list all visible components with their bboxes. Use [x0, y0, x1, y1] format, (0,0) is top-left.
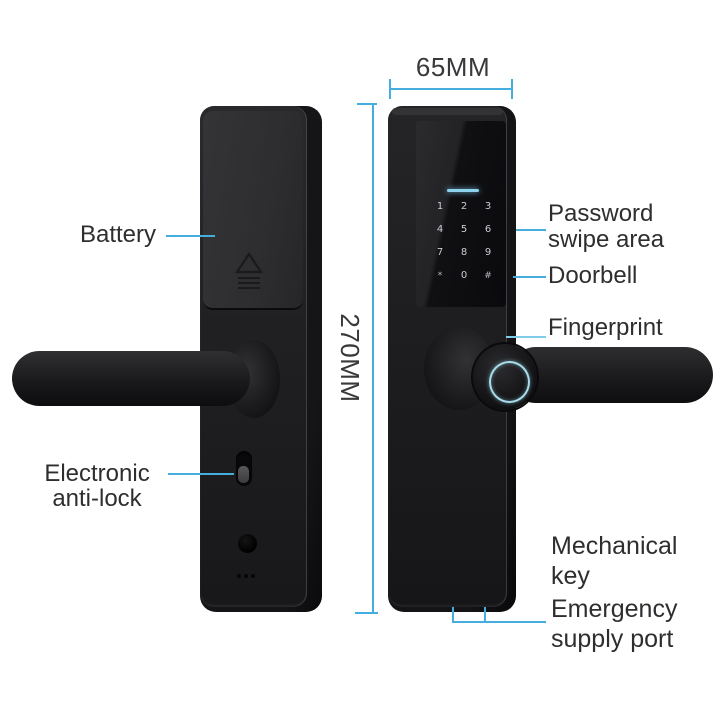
password-label-line1: Password: [548, 200, 654, 227]
password-label-line2: swipe area: [548, 226, 665, 253]
emergency-port-bracket-tick: [484, 607, 486, 623]
front-lock-top-bezel: [392, 108, 503, 115]
bottom-bracket-line: [452, 621, 546, 623]
anti-lock-label-line2: anti-lock: [52, 485, 142, 512]
password-callout-line: [516, 229, 546, 231]
height-dimension-tick-bottom: [355, 612, 378, 614]
keypad-key-0: 0: [460, 270, 468, 281]
emergency-label-line1: Emergency: [551, 595, 678, 623]
emergency-supply-port-label: Emergency supply port: [551, 594, 677, 654]
width-dimension-line: [390, 88, 513, 90]
keypad-key-2: 2: [460, 201, 468, 212]
doorbell-callout-line: [513, 276, 546, 278]
keypad-key-8: 8: [460, 247, 468, 258]
width-dimension-label: 65MM: [415, 52, 491, 82]
keypad-key-star: *: [437, 270, 443, 281]
back-screw-hole: [238, 534, 257, 553]
keypad-key-6: 6: [484, 224, 492, 235]
keypad-key-4: 4: [436, 224, 444, 235]
width-dimension-tick-right: [511, 79, 513, 99]
battery-label: Battery: [79, 221, 156, 248]
anti-lock-toggle-knob: [238, 466, 249, 483]
mechanical-key-bracket-tick: [452, 607, 454, 623]
password-swipe-area-label: Password swipe area: [548, 201, 664, 253]
password-swipe-bar: [447, 189, 479, 192]
keypad-key-3: 3: [484, 201, 492, 212]
back-door-handle: [12, 351, 250, 406]
electronic-anti-lock-toggle: [236, 451, 252, 486]
keypad-key-9: 9: [484, 247, 492, 258]
keypad-key-5: 5: [460, 224, 468, 235]
fingerprint-callout-line: [506, 336, 546, 338]
electronic-anti-lock-label: Electronic anti-lock: [34, 461, 160, 511]
front-door-handle: [508, 347, 713, 403]
keypad-key-1: 1: [436, 201, 444, 212]
fingerprint-label: Fingerprint: [548, 314, 663, 341]
touch-screen-panel: [416, 121, 506, 307]
touch-keypad: 1 2 3 4 5 6 7 8 9 * 0 #: [428, 195, 500, 287]
height-dimension-label: 270MM: [335, 313, 365, 403]
emergency-label-line2: supply port: [551, 625, 674, 653]
battery-eject-icon: [234, 252, 264, 289]
fingerprint-sensor-ring: [489, 361, 530, 403]
anti-lock-label-line1: Electronic: [44, 460, 150, 487]
doorbell-label: Doorbell: [548, 262, 638, 289]
battery-callout-line: [166, 235, 215, 237]
anti-lock-callout-line: [168, 473, 234, 475]
height-dimension-line: [372, 104, 374, 613]
mechanical-label-line1: Mechanical: [551, 532, 678, 560]
mechanical-key-label: Mechanical key: [551, 531, 677, 591]
mechanical-label-line2: key: [551, 562, 590, 590]
back-indicator-holes: [237, 574, 255, 578]
battery-cover: [203, 111, 303, 310]
width-dimension-tick-left: [389, 79, 391, 99]
keypad-key-7: 7: [436, 247, 444, 258]
keypad-key-hash: #: [484, 270, 492, 281]
height-dimension-tick-top: [357, 103, 377, 105]
